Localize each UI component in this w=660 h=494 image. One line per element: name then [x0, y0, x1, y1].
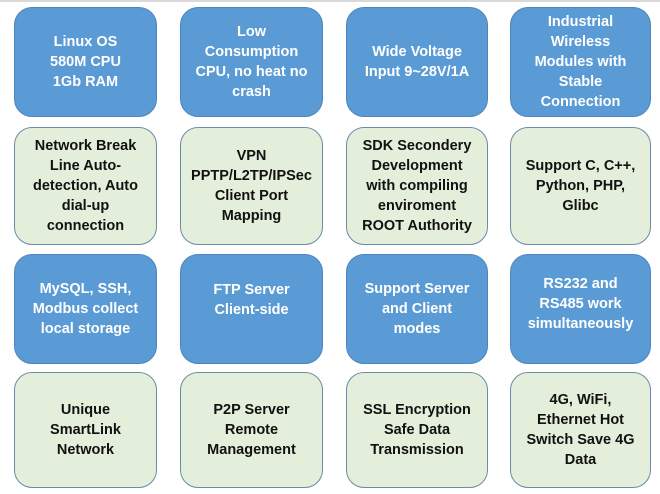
feature-box-sdk: SDK Secondery Development with compiling… — [346, 127, 488, 245]
feature-box-wide-voltage: Wide Voltage Input 9~28V/1A — [346, 7, 488, 117]
feature-box-industrial-wireless: Industrial Wireless Modules with Stable … — [510, 7, 651, 117]
feature-box-low-consumption: Low Consumption CPU, no heat no crash — [180, 7, 323, 117]
feature-box-languages: Support C, C++, Python, PHP, Glibc — [510, 127, 651, 245]
feature-box-4g-wifi: 4G, WiFi, Ethernet Hot Switch Save 4G Da… — [510, 372, 651, 488]
feature-box-ssl: SSL Encryption Safe Data Transmission — [346, 372, 488, 488]
feature-text: Unique SmartLink Network — [50, 402, 121, 458]
feature-box-smartlink: Unique SmartLink Network — [14, 372, 157, 488]
feature-box-p2p: P2P Server Remote Management — [180, 372, 323, 488]
feature-box-linux-os: Linux OS 580M CPU 1Gb RAM — [14, 7, 157, 117]
feature-text: Linux OS 580M CPU 1Gb RAM — [50, 34, 121, 90]
feature-box-mysql-ssh: MySQL, SSH, Modbus collect local storage — [14, 254, 157, 364]
feature-text: Low Consumption CPU, no heat no crash — [195, 24, 308, 100]
feature-box-vpn: VPN PPTP/L2TP/IPSec Client Port Mapping — [180, 127, 323, 245]
feature-text: Support Server and Client modes — [364, 281, 470, 337]
feature-text: SDK Secondery Development with compiling… — [362, 138, 472, 234]
feature-text: MySQL, SSH, Modbus collect local storage — [32, 281, 139, 337]
feature-text: P2P Server Remote Management — [207, 402, 296, 458]
feature-text: Industrial Wireless Modules with Stable … — [534, 14, 627, 110]
feature-text: VPN PPTP/L2TP/IPSec Client Port Mapping — [191, 148, 312, 224]
feature-text: Support C, C++, Python, PHP, Glibc — [525, 158, 636, 214]
feature-text: Network Break Line Auto- detection, Auto… — [33, 138, 138, 234]
top-divider — [0, 0, 660, 2]
feature-box-server-client: Support Server and Client modes — [346, 254, 488, 364]
feature-text: 4G, WiFi, Ethernet Hot Switch Save 4G Da… — [526, 392, 635, 468]
feature-box-rs232-rs485: RS232 and RS485 work simultaneously — [510, 254, 651, 364]
feature-text: FTP Server Client-side — [213, 282, 290, 318]
feature-text: Wide Voltage Input 9~28V/1A — [364, 44, 470, 80]
feature-text: RS232 and RS485 work simultaneously — [527, 276, 634, 332]
feature-box-network-break: Network Break Line Auto- detection, Auto… — [14, 127, 157, 245]
feature-box-ftp: FTP Server Client-side — [180, 254, 323, 364]
feature-text: SSL Encryption Safe Data Transmission — [363, 402, 471, 458]
